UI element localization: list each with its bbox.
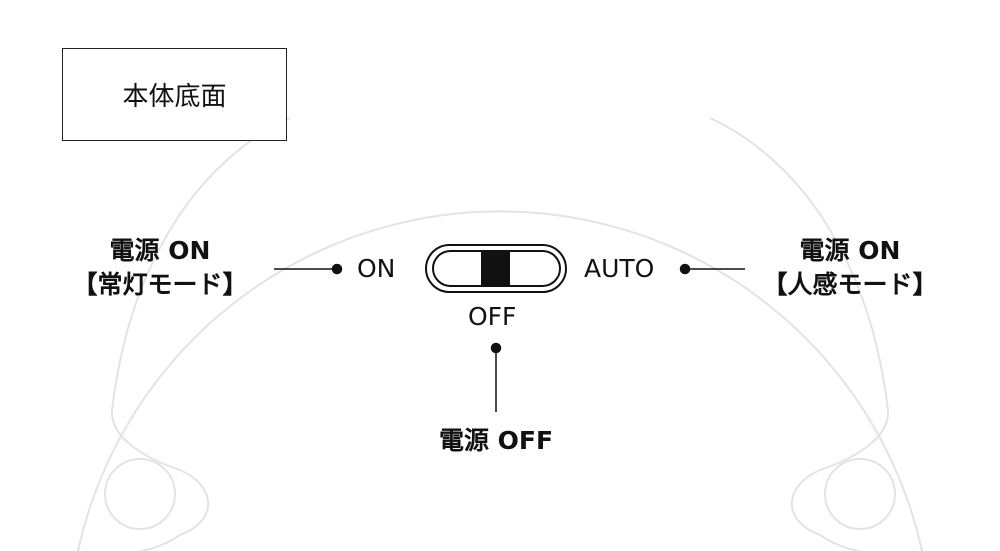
title: 本体底面 <box>122 82 227 112</box>
title-box: 本体底面 <box>62 48 287 141</box>
right-screw-hole <box>824 458 896 530</box>
switch-auto-label: AUTO <box>584 254 655 283</box>
callout-left-line1: 電源 ON <box>109 236 211 265</box>
left-screw-hole <box>104 458 176 530</box>
callout-right-line2: 【人感モード】 <box>762 270 938 299</box>
callout-left: 電源 ON 【常灯モード】 <box>60 234 260 302</box>
switch-on-label: ON <box>357 254 396 283</box>
callout-right: 電源 ON 【人感モード】 <box>750 234 950 302</box>
callout-left-line2: 【常灯モード】 <box>72 270 248 299</box>
outer-body-arc <box>77 210 923 551</box>
callout-bottom: 電源 OFF <box>396 424 596 458</box>
switch-knob <box>481 251 510 286</box>
callout-bottom-line1: 電源 OFF <box>438 426 554 455</box>
inner-body-contour <box>110 117 890 551</box>
callout-right-line1: 電源 ON <box>799 236 901 265</box>
switch-off-label: OFF <box>468 302 517 331</box>
slide-switch <box>425 244 567 293</box>
